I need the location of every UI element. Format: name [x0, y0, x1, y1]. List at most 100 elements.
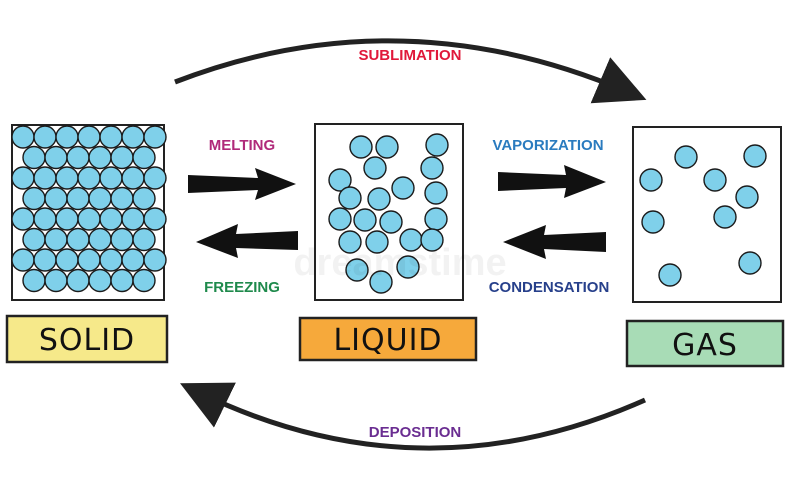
solid-particle	[55, 166, 79, 190]
solid-particle	[99, 125, 123, 149]
solid-particle	[110, 145, 134, 170]
solid-particle	[99, 248, 123, 272]
solid-particle	[66, 268, 90, 293]
solid-particle	[143, 207, 167, 231]
liquid-particle	[338, 230, 362, 254]
solid-particle	[110, 227, 134, 252]
sublimation-label: SUBLIMATION	[358, 47, 461, 64]
solid-particle	[22, 145, 46, 170]
liquid-label-box	[298, 316, 478, 362]
solid-particle	[11, 207, 35, 231]
solid-particle	[121, 207, 145, 231]
solid-particle	[77, 166, 101, 190]
solid-particle	[110, 268, 134, 293]
solid-particle	[33, 207, 57, 231]
gas-label-box	[625, 319, 785, 368]
sublimation-arc-arrow	[174, 38, 647, 104]
gas-particle	[658, 263, 682, 287]
liquid-particle	[379, 210, 403, 234]
liquid-particle	[328, 207, 352, 231]
liquid-particle	[367, 187, 391, 211]
liquid-particle	[363, 156, 387, 180]
solid-particle	[132, 227, 156, 252]
deposition-label: DEPOSITION	[369, 424, 462, 441]
solid-particle	[121, 166, 145, 190]
solid-particle	[55, 125, 79, 149]
gas-particle	[641, 210, 665, 234]
solid-particle	[22, 268, 46, 293]
gas-particle	[735, 185, 759, 209]
solid-label: SOLID	[39, 323, 135, 358]
solid-particle	[121, 248, 145, 272]
deposition-arc-arrow	[180, 382, 647, 451]
gas-particle	[639, 168, 663, 192]
condensation-label: CONDENSATION	[489, 279, 610, 296]
liquid-particle	[375, 135, 399, 159]
liquid-label: LIQUID	[333, 323, 442, 358]
solid-particle	[99, 207, 123, 231]
liquid-particle	[365, 230, 389, 254]
liquid-particle	[349, 135, 373, 159]
vaporization-label: VAPORIZATION	[492, 137, 603, 154]
solid-label-box	[5, 314, 169, 364]
solid-particle	[143, 125, 167, 149]
liquid-particle	[345, 258, 369, 282]
liquid-particle	[391, 176, 415, 200]
solid-particle	[132, 186, 156, 211]
liquid-particle	[369, 270, 393, 294]
solid-particle	[77, 207, 101, 231]
melting-arrow	[188, 168, 296, 200]
solid-particle	[44, 145, 68, 170]
liquid-particle	[353, 208, 377, 232]
solid-particle	[77, 125, 101, 149]
liquid-particle	[396, 255, 420, 279]
solid-particle	[88, 145, 112, 170]
gas-particle	[738, 251, 762, 275]
solid-particle	[121, 125, 145, 149]
solid-particle	[66, 145, 90, 170]
solid-particle	[88, 227, 112, 252]
watermark: dreamstime	[293, 242, 506, 284]
solid-particle	[33, 248, 57, 272]
solid-particle	[132, 145, 156, 170]
liquid-particle	[424, 181, 448, 205]
vaporization-arrow	[498, 165, 606, 198]
solid-particle	[66, 186, 90, 211]
solid-particle	[55, 248, 79, 272]
liquid-particle	[338, 186, 362, 210]
solid-particle	[22, 227, 46, 252]
solid-particle	[110, 186, 134, 211]
solid-particle	[44, 268, 68, 293]
solid-particle	[11, 248, 35, 272]
solid-particle	[11, 125, 35, 149]
solid-particle	[88, 186, 112, 211]
gas-particles	[639, 144, 767, 287]
liquid-particle	[424, 207, 448, 231]
solid-particles	[11, 125, 167, 293]
solid-particle	[22, 186, 46, 211]
solid-particle	[66, 227, 90, 252]
solid-particle	[55, 207, 79, 231]
solid-particle	[44, 227, 68, 252]
liquid-particle	[420, 228, 444, 252]
gas-label: GAS	[672, 328, 738, 363]
gas-particle	[743, 144, 767, 168]
solid-particle	[77, 248, 101, 272]
solid-particle	[44, 186, 68, 211]
solid-particle	[132, 268, 156, 293]
solid-particle	[11, 166, 35, 190]
liquid-particle	[420, 156, 444, 180]
condensation-arrow	[503, 225, 606, 259]
solid-particle	[33, 125, 57, 149]
melting-label: MELTING	[209, 137, 275, 154]
gas-particle	[674, 145, 698, 169]
solid-particle	[143, 248, 167, 272]
liquid-particle	[425, 133, 449, 157]
solid-particle	[143, 166, 167, 190]
liquid-particle	[328, 168, 352, 192]
gas-particle	[713, 205, 737, 229]
freezing-label: FREEZING	[204, 279, 280, 296]
gas-particle	[703, 168, 727, 192]
solid-particle	[99, 166, 123, 190]
